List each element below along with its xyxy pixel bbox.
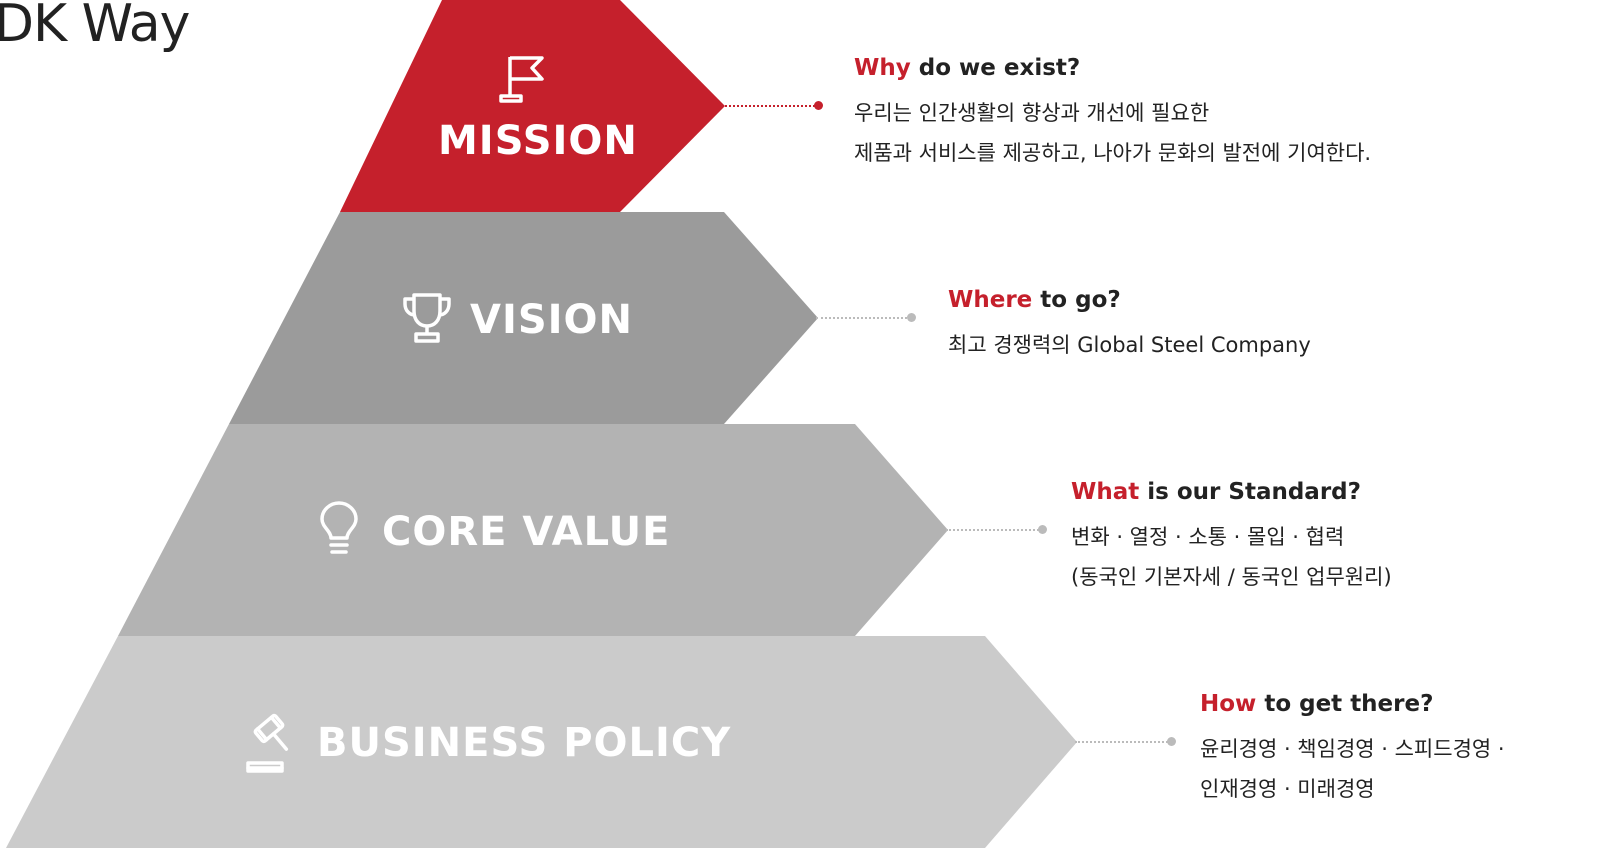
vision-question: Where to go? xyxy=(948,287,1311,313)
mission-question-text: do we exist? xyxy=(910,55,1081,81)
core-value-question-text: is our Standard? xyxy=(1139,479,1361,505)
core-value-band xyxy=(118,424,948,636)
core-value-question: What is our Standard? xyxy=(1071,479,1392,505)
gavel-icon xyxy=(244,710,306,778)
band-label-business-policy: BUSINESS POLICY xyxy=(317,720,732,766)
mission-connector-dot xyxy=(814,101,823,110)
business-policy-band xyxy=(6,636,1077,848)
vision-question-keyword: Where xyxy=(948,287,1033,313)
mission-question-keyword: Why xyxy=(854,55,911,81)
vision-connector xyxy=(816,317,911,319)
business-policy-connector-dot xyxy=(1167,737,1176,746)
business-policy-question: How to get there? xyxy=(1200,691,1505,717)
core-value-description: What is our Standard? 변화 · 열정 · 소통 · 몰입 … xyxy=(1071,479,1392,597)
mission-line-1: 우리는 인간생활의 향상과 개선에 필요한 xyxy=(854,101,1210,125)
business-policy-line-1: 윤리경영 · 책임경영 · 스피드경영 · xyxy=(1200,737,1505,761)
vision-band xyxy=(229,212,818,424)
mission-connector xyxy=(722,105,818,107)
vision-line-1: 최고 경쟁력의 Global Steel Company xyxy=(948,333,1311,357)
core-value-connector-dot xyxy=(1038,525,1047,534)
band-label-vision: VISION xyxy=(470,297,634,343)
core-value-line-2: (동국인 기본자세 / 동국인 업무원리) xyxy=(1071,565,1392,589)
mission-band xyxy=(340,0,725,212)
flag-icon xyxy=(498,54,548,108)
band-label-core-value: CORE VALUE xyxy=(382,509,671,555)
vision-question-text: to go? xyxy=(1032,287,1121,313)
core-value-connector xyxy=(946,529,1042,531)
core-value-line-1: 변화 · 열정 · 소통 · 몰입 · 협력 xyxy=(1071,525,1345,549)
vision-description: Where to go? 최고 경쟁력의 Global Steel Compan… xyxy=(948,287,1311,365)
vision-connector-dot xyxy=(907,313,916,322)
page-title: DK Way xyxy=(0,0,190,54)
core-value-question-keyword: What xyxy=(1071,479,1140,505)
business-policy-question-keyword: How xyxy=(1200,691,1257,717)
business-policy-line-2: 인재경영 · 미래경영 xyxy=(1200,777,1375,801)
band-label-mission: MISSION xyxy=(438,118,638,164)
business-policy-connector xyxy=(1075,741,1171,743)
mission-description: Why do we exist? 우리는 인간생활의 향상과 개선에 필요한 제… xyxy=(854,55,1371,173)
lightbulb-icon xyxy=(318,500,360,564)
trophy-icon xyxy=(401,291,453,349)
business-policy-question-text: to get there? xyxy=(1256,691,1434,717)
mission-question: Why do we exist? xyxy=(854,55,1371,81)
mission-line-2: 제품과 서비스를 제공하고, 나아가 문화의 발전에 기여한다. xyxy=(854,141,1372,165)
business-policy-description: How to get there? 윤리경영 · 책임경영 · 스피드경영 · … xyxy=(1200,691,1505,809)
